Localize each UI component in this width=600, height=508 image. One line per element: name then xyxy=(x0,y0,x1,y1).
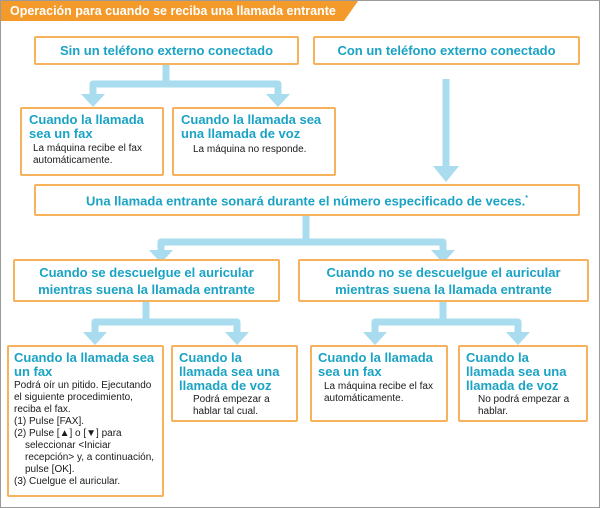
footnote-mark: * xyxy=(525,194,528,202)
procedure-step-1: (1) Pulse [FAX]. xyxy=(14,416,85,427)
case-procedure: Podrá oír un pitido. Ejecutando el sigui… xyxy=(14,380,157,488)
ring-text: Una llamada entrante sonará durante el n… xyxy=(85,193,526,209)
lifted-voice-case: Cuando la llamada sea una llamada de voz… xyxy=(171,345,298,422)
arrowhead xyxy=(266,94,290,107)
arrowhead xyxy=(81,94,105,107)
case-title: Cuando la llamada sea una llamada de voz xyxy=(181,112,322,141)
arrowhead xyxy=(363,332,387,345)
case-title: Cuando la llamada sea una llamada de voz xyxy=(466,350,567,393)
procedure-step-2-detail: seleccionar <Iniciar recepción> y, a con… xyxy=(25,440,155,475)
arrowhead xyxy=(433,166,459,182)
case-text: No podrá empezar a hablar. xyxy=(478,394,570,417)
case-text: La máquina no responde. xyxy=(193,144,307,155)
with-phone-branch-label: Con un teléfono externo conectado xyxy=(337,42,556,58)
case-text: Podrá empezar a hablar tal cual. xyxy=(193,394,270,417)
with-phone-branch: Con un teléfono externo conectado xyxy=(313,36,580,65)
no-phone-voice-case: Cuando la llamada sea una llamada de voz… xyxy=(172,107,336,176)
arrowhead xyxy=(506,332,530,345)
no-phone-branch-label: Sin un teléfono externo conectado xyxy=(59,42,274,58)
case-title: Cuando la llamada sea un fax xyxy=(29,112,144,141)
connector xyxy=(439,302,522,333)
arrowhead xyxy=(83,332,107,345)
page-title: Operación para cuando se reciba una llam… xyxy=(1,1,358,21)
connector xyxy=(89,65,170,95)
handset-lifted-label: Cuando se descuelgue el auricular mientr… xyxy=(38,264,255,297)
connector xyxy=(157,216,310,251)
no-phone-branch: Sin un teléfono externo conectado xyxy=(34,36,299,65)
lifted-fax-case: Cuando la llamada sea un fax Podrá oír u… xyxy=(7,345,164,497)
ring-count-box: Una llamada entrante sonará durante el n… xyxy=(34,184,580,216)
arrowhead xyxy=(149,250,173,263)
case-title: Cuando la llamada sea un fax xyxy=(318,350,433,379)
arrowhead xyxy=(225,332,249,345)
procedure-intro: Podrá oír un pitido. Ejecutando el sigui… xyxy=(14,380,152,415)
connector xyxy=(371,302,447,333)
connector xyxy=(162,65,282,95)
procedure-step-2: (2) Pulse [▲] o [▼] para xyxy=(14,428,122,439)
handset-not-lifted-label: Cuando no se descuelgue el auricular mie… xyxy=(326,264,561,297)
case-title: Cuando la llamada sea una llamada de voz xyxy=(179,350,280,393)
connector xyxy=(142,302,241,333)
case-text: La máquina recibe el fax automáticamente… xyxy=(324,381,433,404)
case-title: Cuando la llamada sea un fax xyxy=(14,350,155,379)
connector xyxy=(302,216,447,251)
arrowhead xyxy=(431,250,455,263)
connector xyxy=(91,302,150,333)
no-phone-fax-case: Cuando la llamada sea un fax La máquina … xyxy=(20,107,164,176)
case-text: La máquina recibe el fax automáticamente… xyxy=(33,143,142,166)
not-lifted-fax-case: Cuando la llamada sea un fax La máquina … xyxy=(310,345,448,422)
handset-not-lifted-branch: Cuando no se descuelgue el auricular mie… xyxy=(298,259,589,302)
procedure-step-3: (3) Cuelgue el auricular. xyxy=(14,476,121,487)
handset-lifted-branch: Cuando se descuelgue el auricular mientr… xyxy=(13,259,280,302)
not-lifted-voice-case: Cuando la llamada sea una llamada de voz… xyxy=(458,345,588,422)
ring-count-text: Una llamada entrante sonará durante el n… xyxy=(86,192,528,208)
